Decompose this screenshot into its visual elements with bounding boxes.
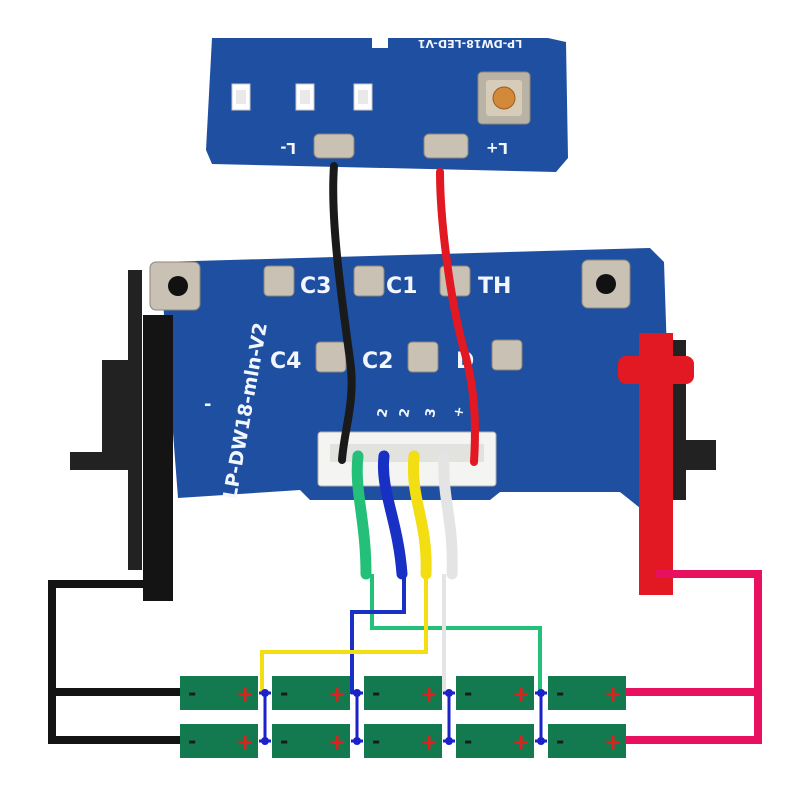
cell-minus-sign: - [464, 729, 472, 753]
battery-cell-body [272, 676, 350, 710]
route-main-pos [620, 570, 762, 744]
battery-cell: -+ [548, 724, 626, 758]
led-board-name: LP-DW18-LED-V1 [418, 37, 522, 50]
balance-wire-blue [377, 450, 408, 580]
pad-c4-label: C4 [270, 349, 301, 374]
battery-cell: -+ [456, 724, 534, 758]
battery-cell-body [548, 724, 626, 758]
led-board: LP-DW18-LED-V1 L- L+ [206, 37, 568, 172]
link-node [537, 689, 545, 697]
pin-label-4: + [451, 405, 468, 418]
led-pos-label: L+ [486, 139, 508, 157]
cell-plus-sign: + [236, 682, 254, 707]
balance-wire-green [351, 450, 372, 580]
cell-minus-sign: - [188, 681, 196, 705]
pad-c3-label: C3 [300, 274, 331, 299]
battery-cell-body [456, 724, 534, 758]
led-button [477, 71, 531, 125]
link-node [445, 737, 453, 745]
housing-left-step [102, 360, 130, 470]
pad-c4: C4 [270, 341, 347, 374]
pad-c2: C2 [362, 341, 439, 374]
battery-cells: -+-+-+-+-+-+-+-+-+-+ [180, 676, 626, 758]
pin-label-3: 3 [423, 407, 439, 419]
battery-cell: -+ [364, 724, 442, 758]
pad-th-label: TH [478, 274, 511, 299]
battery-cell: -+ [548, 676, 626, 710]
led-neg-label: L- [280, 139, 296, 157]
bms-pos-lead-cap [618, 356, 694, 384]
led-neg-wire [329, 162, 356, 464]
pad-c1-label: C1 [386, 274, 417, 299]
led-pos-pad: L+ [423, 133, 508, 159]
led-3 [353, 83, 373, 111]
cell-plus-sign: + [420, 682, 438, 707]
link-node [353, 689, 361, 697]
link-node [353, 737, 361, 745]
led-2 [295, 83, 315, 111]
battery-cell-body [548, 676, 626, 710]
route-green [370, 574, 542, 694]
route-main-neg [48, 580, 180, 744]
schematic-lines [48, 570, 762, 744]
pad-c1: C1 [353, 265, 417, 299]
cell-minus-sign: - [188, 729, 196, 753]
battery-cell: -+ [272, 724, 350, 758]
link-node [537, 737, 545, 745]
cell-minus-sign: - [372, 681, 380, 705]
mount-hole-left [149, 261, 201, 311]
link-node [445, 689, 453, 697]
bms-side-mark: - [204, 394, 211, 415]
cell-minus-sign: - [464, 681, 472, 705]
battery-cell-body [272, 724, 350, 758]
link-node [261, 689, 269, 697]
mount-hole-right [581, 259, 631, 309]
battery-cell-body [456, 676, 534, 710]
battery-cell: -+ [180, 676, 258, 710]
cell-plus-sign: + [420, 730, 438, 755]
housing-right-tab [682, 440, 716, 470]
pad-c2-label: C2 [362, 349, 393, 374]
link-node [261, 737, 269, 745]
led-1 [231, 83, 251, 111]
cell-plus-sign: + [512, 730, 530, 755]
battery-cell-body [180, 676, 258, 710]
led-button-cap [492, 86, 516, 110]
route-yellow [260, 574, 428, 694]
cell-minus-sign: - [556, 729, 564, 753]
balance-wire-yellow [407, 450, 432, 580]
cell-minus-sign: - [372, 729, 380, 753]
bms-board: C3 C1 TH C4 C2 D LP-DW18-mln-V2 - - 2 [70, 248, 716, 601]
cell-plus-sign: + [512, 682, 530, 707]
led-pos-wire [436, 168, 479, 466]
bms-pcb [160, 248, 672, 508]
battery-cell-body [364, 676, 442, 710]
battery-cell: -+ [456, 676, 534, 710]
battery-cell: -+ [364, 676, 442, 710]
balance-wire-white [438, 450, 458, 580]
led-board-pcb [206, 38, 568, 172]
battery-cell-body [364, 724, 442, 758]
cell-plus-sign: + [328, 682, 346, 707]
housing-left-rail [128, 270, 142, 570]
battery-cell-body [180, 724, 258, 758]
pad-c3: C3 [263, 265, 331, 299]
battery-cell: -+ [180, 724, 258, 758]
pin-label-2: 2 [397, 407, 413, 419]
cell-minus-sign: - [280, 681, 288, 705]
cell-minus-sign: - [556, 681, 564, 705]
cell-plus-sign: + [604, 682, 622, 707]
led-neg-pad: L- [280, 133, 355, 159]
cell-plus-sign: + [236, 730, 254, 755]
cell-plus-sign: + [604, 730, 622, 755]
battery-cell: -+ [272, 676, 350, 710]
cell-plus-sign: + [328, 730, 346, 755]
pin-label-1: 2 [375, 407, 391, 419]
series-links [259, 689, 547, 745]
cell-minus-sign: - [280, 729, 288, 753]
